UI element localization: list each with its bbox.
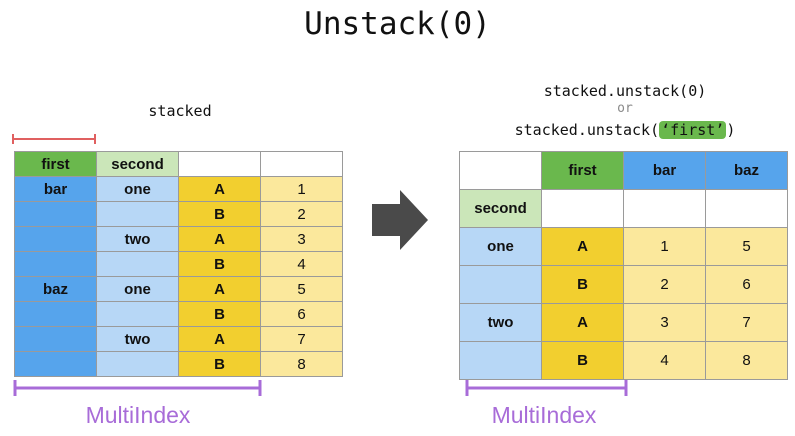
- table-row: baz one A 5: [14, 276, 343, 302]
- header-blank: [260, 151, 343, 177]
- table-row: bar one A 1: [14, 176, 343, 202]
- first-cell: baz: [14, 276, 97, 302]
- value-cell: 2: [623, 265, 706, 304]
- label-cell: A: [178, 276, 261, 302]
- value-cell: 8: [260, 351, 343, 377]
- value-cell: 6: [260, 301, 343, 327]
- left-multiindex-label: MultiIndex: [85, 402, 191, 428]
- first-cell: [14, 251, 97, 277]
- header-second: second: [96, 151, 179, 177]
- value-cell: 1: [623, 227, 706, 266]
- header-first: first: [14, 151, 97, 177]
- second-cell: [459, 265, 542, 304]
- second-cell: [96, 351, 179, 377]
- code-line-2-prefix: stacked.unstack(: [514, 121, 660, 139]
- index-header-second: second: [459, 189, 542, 228]
- left-caption: stacked: [148, 102, 212, 120]
- label-cell: B: [541, 265, 624, 304]
- label-cell: B: [178, 201, 261, 227]
- table-row: B 4: [14, 251, 343, 277]
- first-argument-highlight: ‘first’: [659, 121, 727, 139]
- table-row: B 4 8: [459, 341, 788, 380]
- unstacked-table: first bar baz second one A 1 5 B 2 6 two…: [459, 151, 788, 380]
- second-cell: [459, 341, 542, 380]
- label-cell: B: [178, 251, 261, 277]
- code-line-2: stacked.unstack(‘first’): [470, 121, 780, 139]
- value-cell: 5: [705, 227, 788, 266]
- second-cell: one: [96, 276, 179, 302]
- first-cell: [14, 301, 97, 327]
- first-cell: bar: [14, 176, 97, 202]
- column-baz: baz: [705, 151, 788, 190]
- table-row: B 2: [14, 201, 343, 227]
- value-cell: 5: [260, 276, 343, 302]
- second-cell: one: [96, 176, 179, 202]
- table-row: B 6: [14, 301, 343, 327]
- arrow-right-icon: [372, 190, 428, 250]
- label-cell: B: [178, 301, 261, 327]
- table-row: two A 7: [14, 326, 343, 352]
- column-header-first: first: [541, 151, 624, 190]
- table-row: two A 3 7: [459, 303, 788, 342]
- header-blank: [705, 189, 788, 228]
- label-cell: B: [541, 341, 624, 380]
- first-cell: [14, 201, 97, 227]
- label-cell: A: [541, 303, 624, 342]
- value-cell: 4: [260, 251, 343, 277]
- code-line-1: stacked.unstack(0): [543, 82, 707, 100]
- table-row: B 8: [14, 351, 343, 377]
- value-cell: 1: [260, 176, 343, 202]
- first-cell: [14, 326, 97, 352]
- table-row: two A 3: [14, 226, 343, 252]
- first-cell: [14, 226, 97, 252]
- header-blank: [178, 151, 261, 177]
- value-cell: 4: [623, 341, 706, 380]
- value-cell: 8: [705, 341, 788, 380]
- diagram-title: Unstack(0): [304, 6, 491, 42]
- second-cell: [96, 201, 179, 227]
- value-cell: 3: [260, 226, 343, 252]
- second-cell: two: [459, 303, 542, 342]
- second-cell: one: [459, 227, 542, 266]
- first-level-marker: [12, 134, 96, 144]
- header-blank: [541, 189, 624, 228]
- label-cell: A: [178, 226, 261, 252]
- first-cell: [14, 351, 97, 377]
- value-cell: 7: [260, 326, 343, 352]
- corner-blank: [459, 151, 542, 190]
- second-cell: two: [96, 226, 179, 252]
- second-cell: two: [96, 326, 179, 352]
- code-line-2-suffix: ): [726, 121, 736, 139]
- table-row: one A 1 5: [459, 227, 788, 266]
- label-cell: B: [178, 351, 261, 377]
- label-cell: A: [541, 227, 624, 266]
- right-multiindex-bracket: [465, 380, 628, 396]
- second-cell: [96, 301, 179, 327]
- label-cell: A: [178, 176, 261, 202]
- header-blank: [623, 189, 706, 228]
- right-multiindex-label: MultiIndex: [491, 402, 597, 428]
- value-cell: 2: [260, 201, 343, 227]
- column-bar: bar: [623, 151, 706, 190]
- or-text: or: [617, 101, 633, 116]
- value-cell: 7: [705, 303, 788, 342]
- value-cell: 3: [623, 303, 706, 342]
- second-cell: [96, 251, 179, 277]
- label-cell: A: [178, 326, 261, 352]
- value-cell: 6: [705, 265, 788, 304]
- left-multiindex-bracket: [13, 380, 262, 396]
- stacked-table: first second bar one A 1 B 2 two A 3 B: [14, 151, 343, 377]
- table-row: B 2 6: [459, 265, 788, 304]
